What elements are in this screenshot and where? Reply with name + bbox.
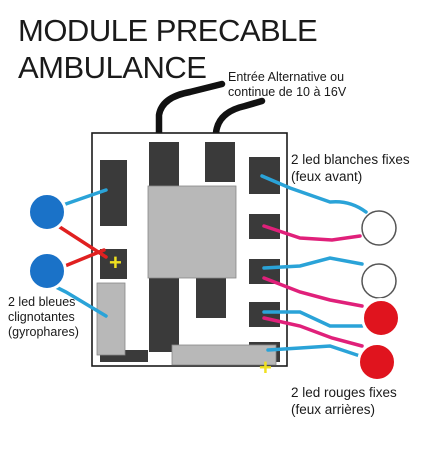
wire-red-led1-blue <box>262 310 364 328</box>
pad-center-top-left <box>149 142 179 190</box>
white-label-line: 2 led blanches fixes <box>291 152 410 167</box>
wire-white-led1-magenta <box>262 224 362 242</box>
input-label-line: Entrée Alternative ou <box>228 70 345 84</box>
white-led-icon <box>361 210 397 246</box>
board-pads <box>100 142 280 362</box>
pad-bottom-left-2 <box>118 350 148 362</box>
red-label-line: (feux arrières) <box>291 402 376 417</box>
wire-white-led1-blue <box>260 174 368 214</box>
title-line-2: AMBULANCE <box>18 50 207 85</box>
component-center <box>147 185 237 279</box>
right-led-wires <box>260 174 368 358</box>
input-wire-left <box>155 80 226 146</box>
input-label-line: continue de 10 à 16V <box>228 85 347 99</box>
wire-red-led1-magenta <box>262 316 364 348</box>
blue-leds <box>27 192 67 291</box>
component-bottom-horizontal <box>171 344 277 366</box>
red-leds-label: 2 led rouges fixes (feux arrières) <box>291 384 441 418</box>
input-voltage-label: Entrée Alternative ou continue de 10 à 1… <box>228 70 378 100</box>
plus-mark-left: + <box>109 250 122 275</box>
white-led-icon <box>361 263 397 299</box>
red-led-icon <box>361 298 401 338</box>
component-left-vertical <box>96 282 126 356</box>
wire-blue-led2-red <box>58 248 106 270</box>
pad-left-top <box>100 160 127 226</box>
plus-mark-right: + <box>259 355 272 380</box>
white-label-line: (feux avant) <box>291 169 363 184</box>
white-leds-label: 2 led blanches fixes (feux avant) <box>291 151 441 185</box>
blue-label-line: (gyrophares) <box>8 325 79 339</box>
wire-blue-led1-blue <box>58 188 108 208</box>
red-label-line: 2 led rouges fixes <box>291 385 397 400</box>
title-line-1: MODULE PRECABLE <box>18 13 318 48</box>
wire-red-led2-blue <box>266 344 362 358</box>
blue-led-icon <box>27 192 67 232</box>
white-leds <box>361 210 397 299</box>
red-led-icon <box>357 342 397 382</box>
pad-center-mid <box>149 276 179 352</box>
blue-led-icon <box>27 251 67 291</box>
pad-right-3 <box>249 259 280 284</box>
wire-white-led2-magenta <box>262 276 364 308</box>
pad-center-right <box>196 276 226 318</box>
blue-leds-label: 2 led bleues clignotantes (gyrophares) <box>8 295 108 340</box>
board-components <box>96 185 277 366</box>
blue-label-line: 2 led bleues <box>8 295 76 309</box>
wire-white-led2-blue <box>262 256 364 270</box>
pad-right-4 <box>249 302 280 327</box>
blue-label-line: clignotantes <box>8 310 75 324</box>
pad-center-top-right <box>205 142 235 182</box>
red-leds <box>357 298 401 382</box>
